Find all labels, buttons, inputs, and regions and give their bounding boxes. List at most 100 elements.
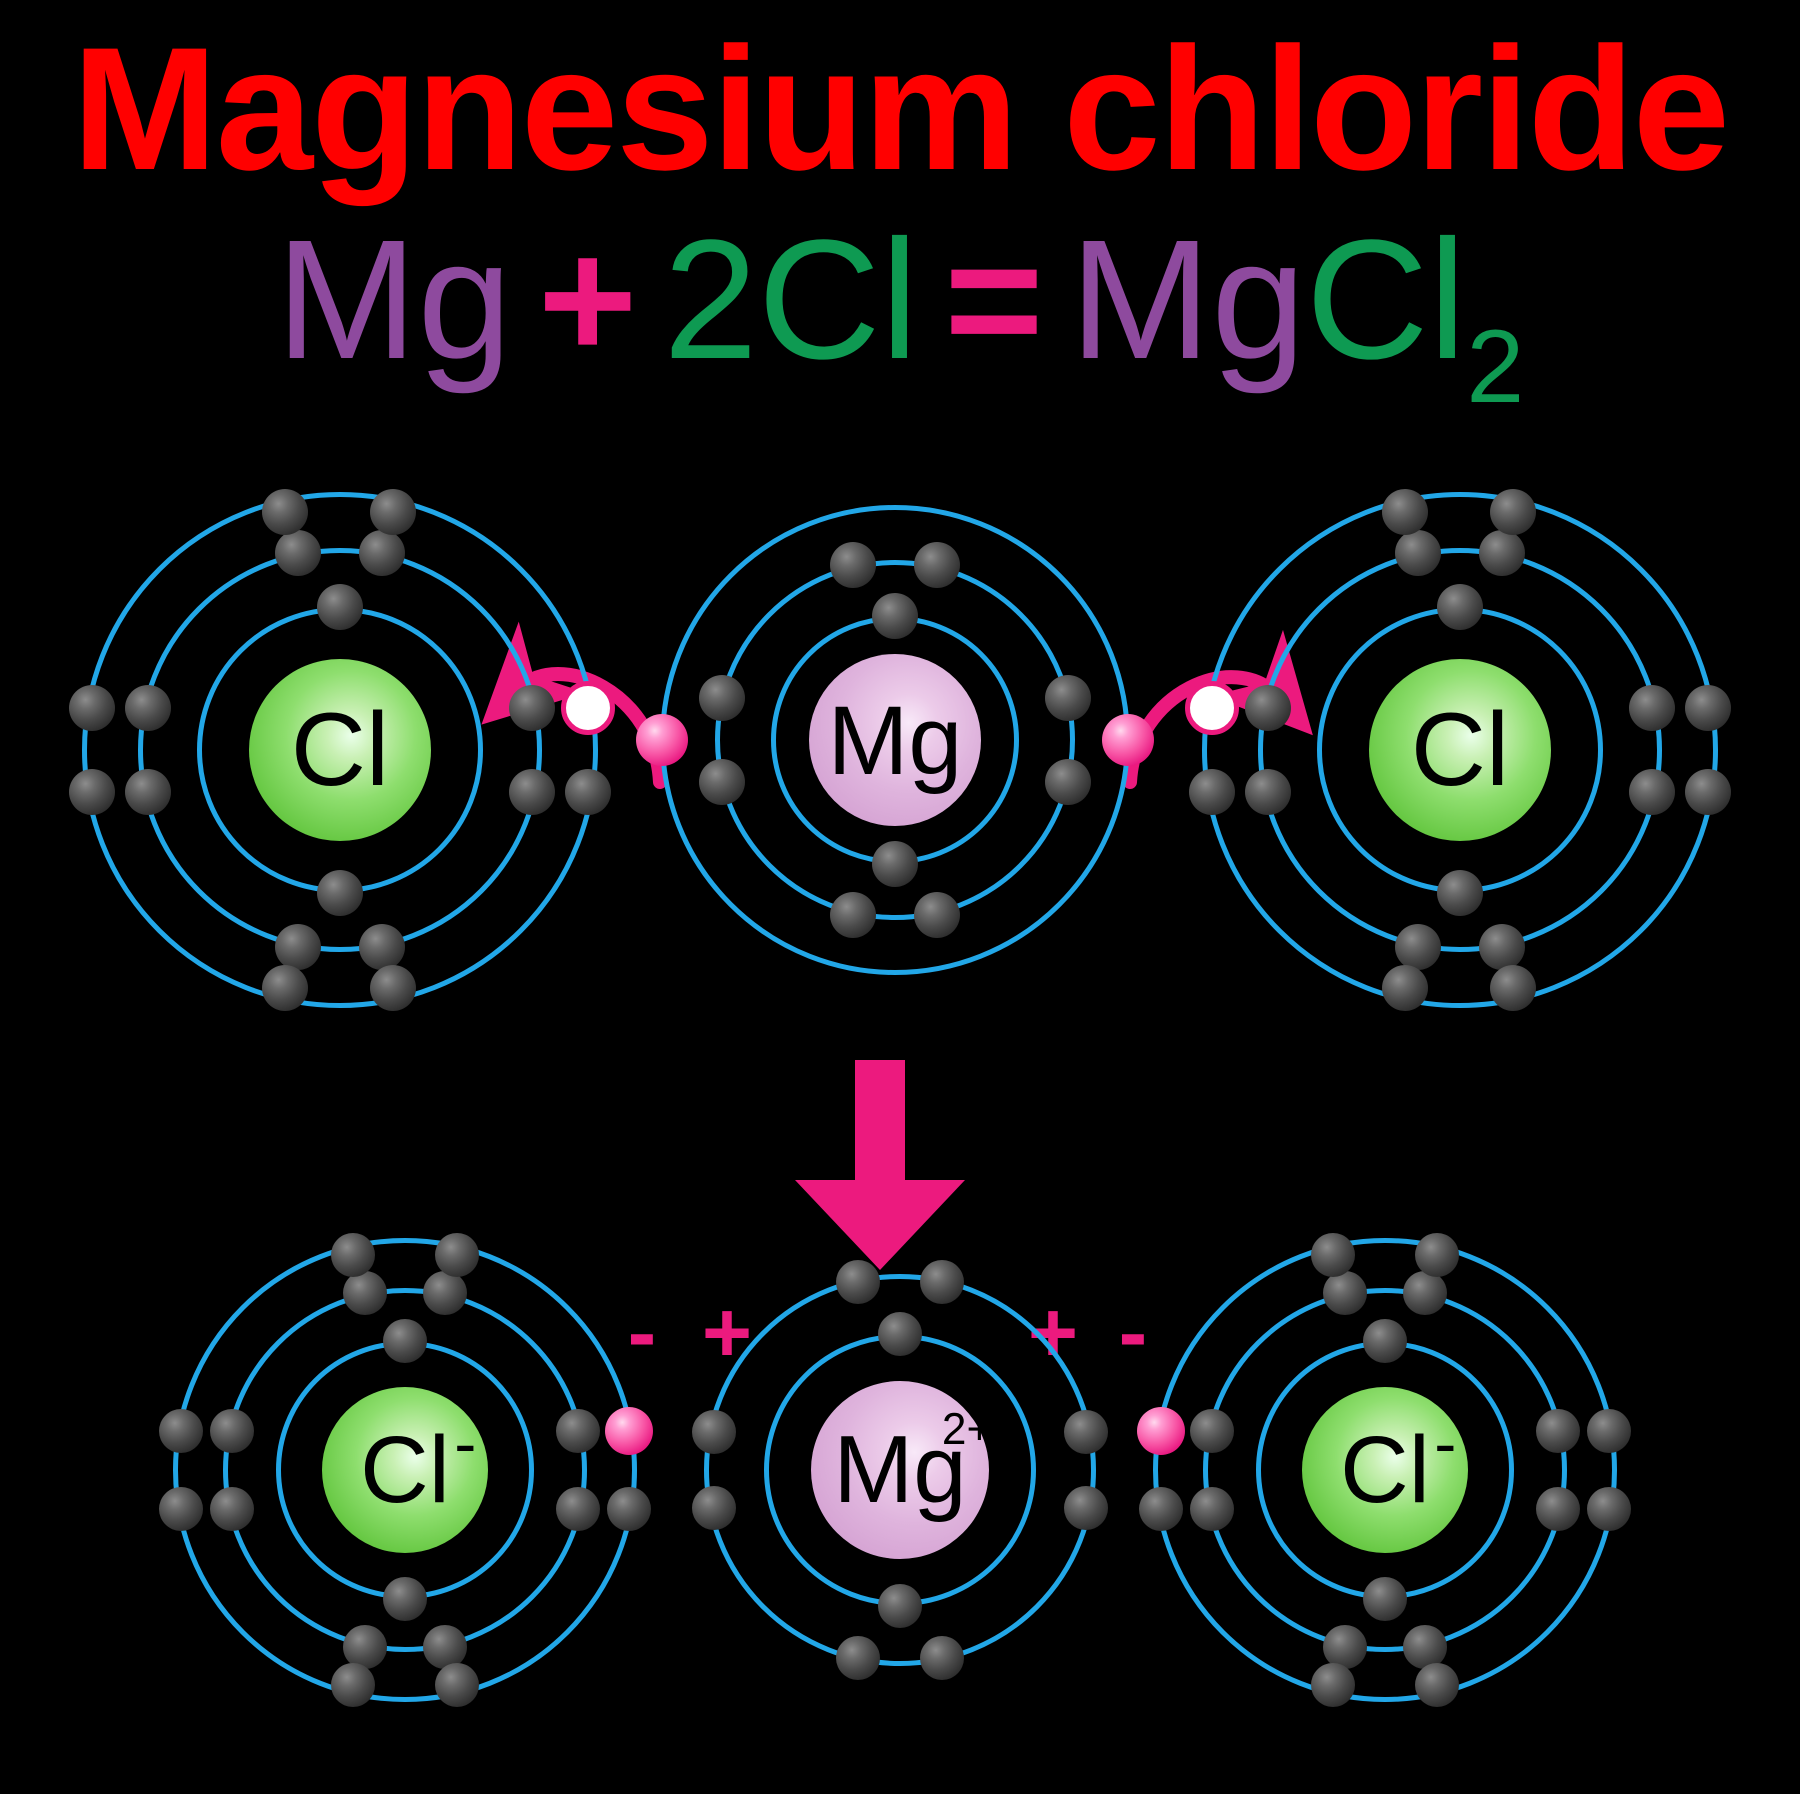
electron xyxy=(1403,1625,1447,1669)
electron xyxy=(1479,530,1525,576)
charge-marker-minus-right: - xyxy=(1118,1285,1148,1381)
shell-3-orbit xyxy=(1153,1238,1617,1702)
electron xyxy=(914,892,960,938)
charge-marker-minus-left: - xyxy=(627,1285,657,1381)
electron-received xyxy=(1137,1407,1185,1455)
nucleus-symbol: Cl xyxy=(290,692,390,808)
electron xyxy=(1311,1233,1355,1277)
atom-chlorine-left: Cl xyxy=(60,489,620,1011)
nucleus-chloride: Cl- xyxy=(322,1387,488,1553)
electron xyxy=(872,841,918,887)
nucleus-symbol: Cl- xyxy=(360,1411,476,1518)
electron xyxy=(1045,759,1091,805)
electron xyxy=(920,1636,964,1680)
equation-product-magnesium: Mg xyxy=(1069,205,1306,395)
electron xyxy=(359,530,405,576)
electron xyxy=(125,685,171,731)
shell-2-orbit xyxy=(1258,548,1662,952)
electron xyxy=(343,1625,387,1669)
electron xyxy=(370,965,416,1011)
electron xyxy=(331,1233,375,1277)
reaction-down-arrow xyxy=(795,1060,965,1270)
electron xyxy=(1382,489,1428,535)
electron-vacancy xyxy=(1185,681,1239,735)
chemical-equation: Mg+2Cl=MgCl2 xyxy=(0,215,1800,419)
electron xyxy=(210,1409,254,1453)
electron xyxy=(1245,685,1291,731)
atom-chlorine-right: Cl xyxy=(1180,489,1740,1011)
shell-2-orbit xyxy=(715,560,1075,920)
electron xyxy=(370,489,416,535)
nucleus-symbol: Cl xyxy=(1410,692,1510,808)
shell-2-orbit xyxy=(1203,1288,1567,1652)
electron xyxy=(830,892,876,938)
electron xyxy=(607,1487,651,1531)
electron xyxy=(435,1663,479,1707)
nucleus-chloride: Cl- xyxy=(1302,1387,1468,1553)
electron xyxy=(509,685,555,731)
electron xyxy=(1064,1410,1108,1454)
nucleus-symbol: Mg xyxy=(827,685,963,795)
electron xyxy=(275,924,321,970)
electron xyxy=(1190,1487,1234,1531)
electron xyxy=(69,769,115,815)
electron xyxy=(1395,530,1441,576)
electron-received xyxy=(605,1407,653,1455)
electron xyxy=(1536,1409,1580,1453)
shell-3-orbit xyxy=(82,492,598,1008)
electron xyxy=(1139,1487,1183,1531)
electron xyxy=(1190,1409,1234,1453)
equation-product-subscript: 2 xyxy=(1466,308,1525,425)
nucleus-chlorine: Cl xyxy=(1369,659,1551,841)
nucleus-chlorine: Cl xyxy=(249,659,431,841)
electron xyxy=(359,924,405,970)
electron xyxy=(1415,1233,1459,1277)
electron xyxy=(692,1486,736,1530)
electron xyxy=(509,769,555,815)
shell-2-orbit xyxy=(138,548,542,952)
electron xyxy=(836,1636,880,1680)
electron xyxy=(692,1410,736,1454)
electron xyxy=(1685,769,1731,815)
electron xyxy=(699,759,745,805)
electron xyxy=(125,769,171,815)
electron xyxy=(556,1409,600,1453)
electron xyxy=(1629,685,1675,731)
electron xyxy=(159,1487,203,1531)
electron xyxy=(878,1584,922,1628)
electron xyxy=(262,965,308,1011)
electron xyxy=(1490,965,1536,1011)
electron xyxy=(1323,1271,1367,1315)
nucleus-charge-superscript: 2+ xyxy=(941,1404,993,1454)
electron xyxy=(1415,1663,1459,1707)
nucleus-symbol: Cl- xyxy=(1340,1411,1456,1518)
electron xyxy=(878,1312,922,1356)
nucleus-charge-superscript: - xyxy=(454,1406,477,1481)
nucleus-symbol-text: Cl xyxy=(360,1416,450,1523)
electron xyxy=(914,542,960,588)
electron xyxy=(1064,1486,1108,1530)
electron xyxy=(1437,870,1483,916)
nucleus-magnesium: Mg xyxy=(809,654,981,826)
electron xyxy=(423,1625,467,1669)
page-title: Magnesium chloride xyxy=(72,12,1730,207)
electron xyxy=(1403,1271,1447,1315)
electron xyxy=(1311,1663,1355,1707)
electron xyxy=(275,530,321,576)
electron xyxy=(1490,489,1536,535)
electron xyxy=(1382,965,1428,1011)
electron xyxy=(383,1319,427,1363)
electron-valence-donated xyxy=(636,714,688,766)
electron xyxy=(1437,584,1483,630)
electron xyxy=(317,584,363,630)
ion-chloride-left: Cl- xyxy=(155,1233,655,1707)
electron xyxy=(69,685,115,731)
atom-magnesium-center: Mg xyxy=(636,505,1154,975)
electron xyxy=(1245,769,1291,815)
equation-reactant-chlorine: 2Cl xyxy=(663,205,919,395)
electron xyxy=(556,1487,600,1531)
shell-3-orbit xyxy=(173,1238,637,1702)
electron-vacancy xyxy=(561,681,615,735)
